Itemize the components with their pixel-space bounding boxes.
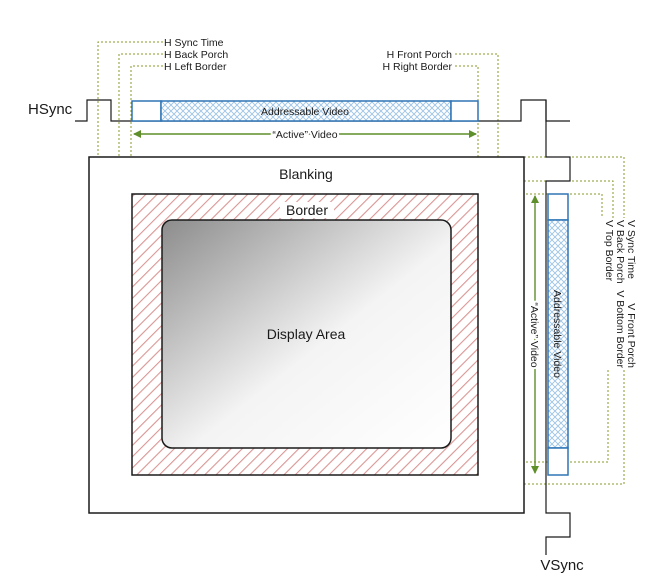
vsync-waveform xyxy=(545,100,571,555)
v-front-porch-label: V Front Porch xyxy=(625,303,637,368)
v-sync-time-label: V Sync Time xyxy=(625,220,637,279)
h-back-porch-label: H Back Porch xyxy=(164,49,228,61)
v-addressable-video-label: Addressable Video xyxy=(551,290,563,378)
h-active-video-label: “Active” Video xyxy=(272,129,337,141)
h-left-border-label: H Left Border xyxy=(164,61,227,73)
h-addressable-right-border xyxy=(450,100,479,122)
v-active-video-label: “Active” Video xyxy=(528,302,540,367)
h-addressable-video-label: Addressable Video xyxy=(261,106,349,118)
blanking-label: Blanking xyxy=(279,166,333,182)
h-front-porch-label: H Front Porch xyxy=(387,49,453,61)
border-label: Border xyxy=(286,202,328,218)
border-label-backing xyxy=(280,202,334,218)
display-area-label: Display Area xyxy=(267,326,346,342)
v-leader-lines xyxy=(478,156,625,485)
vsync-label: VSync xyxy=(540,557,584,574)
h-right-border-label: H Right Border xyxy=(383,61,453,73)
display-area xyxy=(161,219,452,449)
v-back-porch-label: V Back Porch xyxy=(614,220,626,284)
h-leader-lines xyxy=(97,41,499,194)
v-addressable-bottom-border xyxy=(547,447,569,476)
h-addressable-left-border xyxy=(131,100,162,122)
h-sync-time-label: H Sync Time xyxy=(164,37,224,49)
v-top-border-label: V Top Border xyxy=(603,220,615,282)
v-addressable-top-border xyxy=(547,193,569,221)
v-bottom-border-label: V Bottom Border xyxy=(614,290,626,368)
hsync-label: HSync xyxy=(28,101,73,118)
